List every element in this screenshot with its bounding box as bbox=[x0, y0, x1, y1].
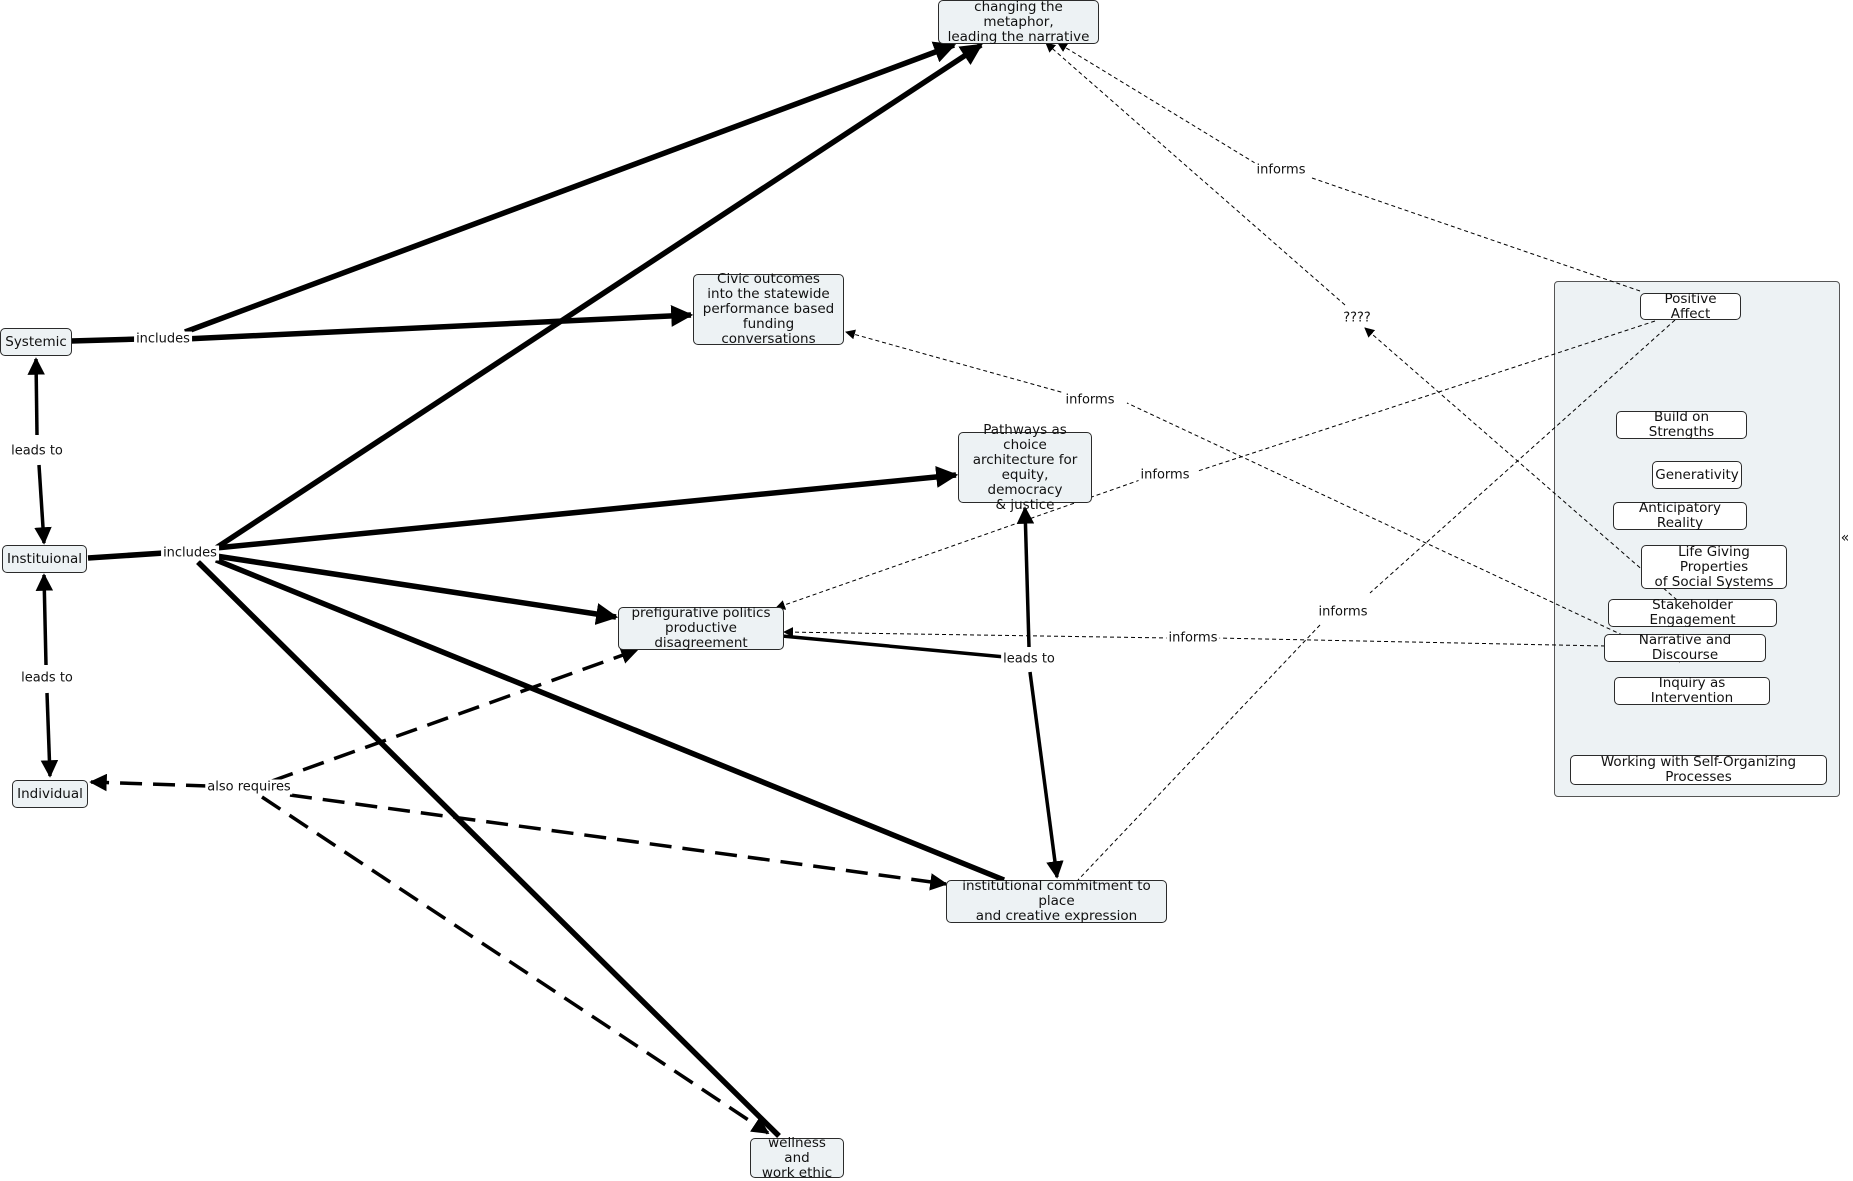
label-leads-to-2: leads to bbox=[19, 670, 75, 686]
item-life-giving-properties[interactable]: Life Giving Properties of Social Systems bbox=[1641, 544, 1787, 589]
node-changing-metaphor[interactable]: changing the metaphor, leading the narra… bbox=[938, 0, 1099, 44]
label-informs-5: informs bbox=[1316, 604, 1370, 620]
node-individual[interactable]: Individual bbox=[12, 780, 88, 808]
item-positive-affect[interactable]: Positive Affect bbox=[1640, 291, 1741, 321]
item-narrative-discourse[interactable]: Narrative and Discourse bbox=[1604, 633, 1766, 663]
item-generativity[interactable]: Generativity bbox=[1652, 461, 1742, 489]
item-self-organizing[interactable]: Working with Self-Organizing Processes bbox=[1570, 755, 1827, 785]
appreciative-inquiry-group bbox=[1554, 281, 1840, 797]
node-institutional-commitment[interactable]: institutional commitment to place and cr… bbox=[946, 879, 1167, 924]
label-informs-3: informs bbox=[1138, 467, 1192, 483]
node-pathways[interactable]: Pathways as choice architecture for equi… bbox=[958, 422, 1092, 512]
label-leads-to-3: leads to bbox=[1001, 651, 1057, 667]
item-anticipatory-reality[interactable]: Anticipatory Reality bbox=[1613, 501, 1747, 531]
label-unknown: ???? bbox=[1341, 310, 1373, 326]
label-leads-to-1: leads to bbox=[9, 443, 65, 459]
label-includes-institutional: includes bbox=[161, 545, 219, 561]
label-also-requires: also requires bbox=[205, 779, 293, 795]
node-systemic[interactable]: Systemic bbox=[0, 328, 72, 356]
item-inquiry-intervention[interactable]: Inquiry as Intervention bbox=[1614, 676, 1770, 706]
link-leads-to-institutional-individual[interactable] bbox=[35, 573, 59, 778]
link-leads-to-pathways[interactable] bbox=[781, 506, 1064, 879]
node-prefigurative-politics[interactable]: prefigurative politics productive disagr… bbox=[618, 606, 784, 651]
link-institutional-includes[interactable] bbox=[87, 42, 1006, 1138]
label-informs-2: informs bbox=[1063, 392, 1117, 408]
item-build-on-strengths[interactable]: Build on Strengths bbox=[1616, 410, 1747, 440]
link-informs-dotted[interactable] bbox=[775, 42, 1681, 881]
node-institutional[interactable]: Instituional bbox=[2, 545, 87, 573]
collapse-group-icon[interactable]: « bbox=[1840, 530, 1850, 546]
node-wellness-work-ethic[interactable]: wellness and work ethic bbox=[750, 1135, 844, 1180]
label-includes-systemic: includes bbox=[134, 331, 192, 347]
link-systemic-includes[interactable] bbox=[70, 41, 957, 344]
label-informs-4: informs bbox=[1166, 630, 1220, 646]
link-leads-to-systemic-institutional[interactable] bbox=[27, 357, 52, 545]
label-informs-1: informs bbox=[1254, 162, 1308, 178]
item-stakeholder-engagement[interactable]: Stakeholder Engagement bbox=[1608, 598, 1777, 628]
node-civic-outcomes[interactable]: Civic outcomes into the statewide perfor… bbox=[693, 272, 844, 347]
link-also-requires[interactable] bbox=[89, 647, 948, 1135]
